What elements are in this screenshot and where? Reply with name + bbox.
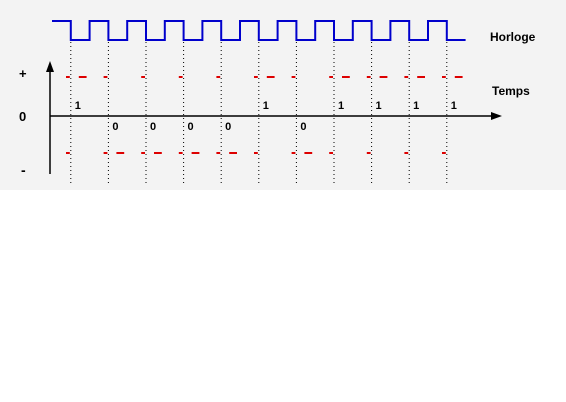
bit-label: 1 [75,100,81,112]
bit-label: 1 [413,100,419,112]
bit-label: 1 [451,100,457,112]
level-axis-arrow [46,61,54,72]
axes [46,61,502,174]
plus-label: + [19,66,27,81]
clock-waveform [52,20,466,41]
bit-label: 0 [300,121,306,133]
time-label: Temps [492,84,530,98]
bit-label: 1 [263,100,269,112]
bit-label: 0 [188,121,194,133]
minus-label: - [21,162,26,178]
bit-label: 0 [225,121,231,133]
bit-label: 1 [338,100,344,112]
bit-label: 1 [376,100,382,112]
zero-label: 0 [19,109,26,124]
bit-label: 0 [112,121,118,133]
diagram-background [0,0,566,190]
time-axis-arrow [491,112,502,120]
clock-label: Horloge [490,30,536,44]
bit-labels: 1 0 0 0 0 1 0 1 1 1 1 [75,100,457,133]
signal-segments [66,76,463,154]
grid-lines [70,42,448,186]
bit-label: 0 [150,121,156,133]
